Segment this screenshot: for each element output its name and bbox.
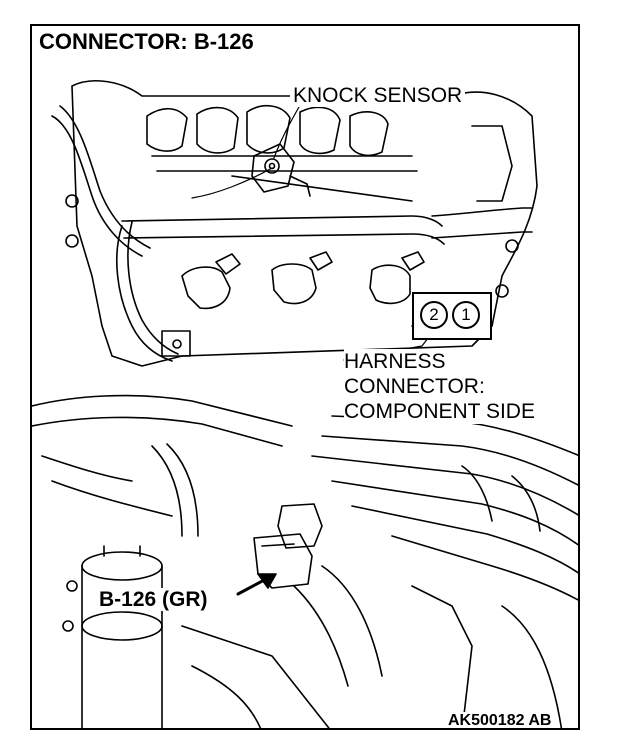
- pin-2: 2: [420, 301, 448, 329]
- diagram-title: CONNECTOR: B-126: [36, 30, 257, 54]
- connector-id-label: B-126 (GR): [96, 588, 211, 611]
- harness-connector-label: HARNESS CONNECTOR: COMPONENT SIDE: [342, 348, 537, 425]
- pin-1: 1: [452, 301, 480, 329]
- knock-sensor-label: KNOCK SENSOR: [290, 84, 466, 107]
- figure-code: AK500182 AB: [446, 712, 554, 729]
- lower-engine-view: [32, 394, 578, 728]
- harness-line-3: COMPONENT SIDE: [344, 399, 535, 424]
- diagram-frame: CONNECTOR: B-126 KNOCK SENSOR 2 1 HARNES…: [30, 24, 580, 730]
- harness-line-1: HARNESS: [344, 349, 535, 374]
- harness-line-2: CONNECTOR:: [344, 374, 535, 399]
- connector-pin-face: 2 1: [412, 292, 492, 340]
